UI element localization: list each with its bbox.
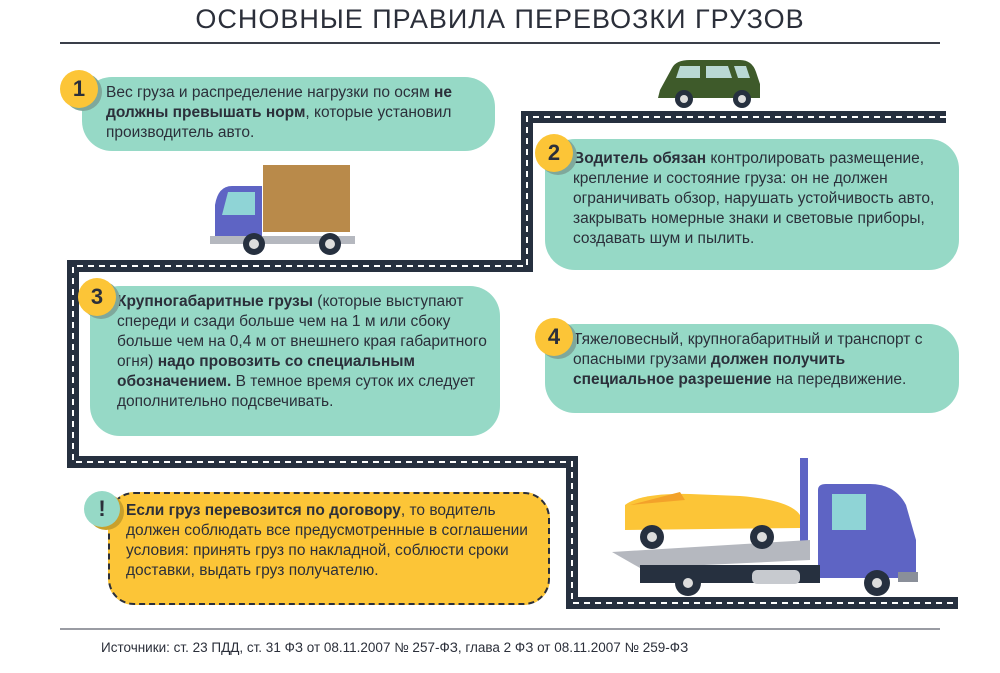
rule-emphasis: не должны превышать норм [106,84,453,121]
rule-card-2: Водитель обязан контролировать размещени… [545,139,959,270]
rule-text: В темное время суток их следует дополнит… [117,373,476,410]
step-badge-1: 1 [60,70,98,108]
footer-divider [60,628,940,630]
rule-card-1: Вес груза и распределение нагрузки по ос… [82,77,495,151]
rule-text: Вес груза и распределение нагрузки по ос… [106,84,435,101]
step-badge-4: 4 [535,318,573,356]
road-markings [72,116,958,604]
step-badge-3: 3 [78,278,116,316]
rule-text: контролировать размещение, крепление и с… [573,150,935,247]
rule-text: на передвижение. [771,371,907,388]
tow-truck-icon [612,458,918,596]
rule-card-3: Крупногабаритные грузы (которые выступаю… [90,286,500,436]
step-badge-2: 2 [535,134,573,172]
rule-emphasis: должен получить специальное разрешение [573,351,846,388]
exclamation-icon: ! [84,491,120,527]
title-divider [60,42,940,44]
car-icon [658,60,760,108]
note-text: , то водитель должен соблюдать все преду… [126,502,528,579]
rule-emphasis: Крупногабаритные грузы [117,293,313,310]
rule-text: , которые установил производитель авто. [106,104,452,141]
rule-text: (которые выступают спереди и сзади больш… [117,293,487,370]
rule-text: Тяжеловесный, крупногабаритный и транспо… [573,331,923,368]
sources-text: Источники: ст. 23 ПДД, ст. 31 ФЗ от 08.1… [101,640,689,655]
cargo-truck-icon [210,165,355,255]
rule-emphasis: Водитель обязан [573,150,707,167]
note-emphasis: Если груз перевозится по договору [126,502,401,519]
rule-emphasis: надо провозить со специальным обозначени… [117,353,415,390]
page-title: ОСНОВНЫЕ ПРАВИЛА ПЕРЕВОЗКИ ГРУЗОВ [195,4,805,34]
rule-card-4: Тяжеловесный, крупногабаритный и транспо… [545,324,959,413]
contract-note: Если груз перевозится по договору, то во… [108,492,550,605]
